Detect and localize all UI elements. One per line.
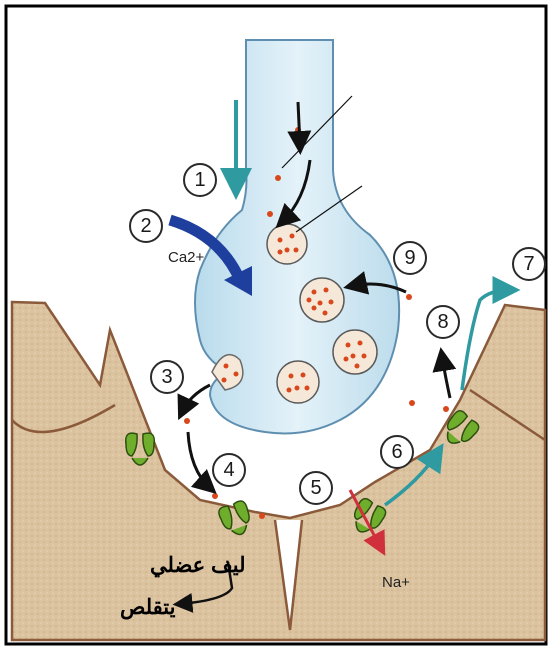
calcium-label: Ca2+ (168, 249, 205, 266)
sodium-label: Na+ (382, 574, 410, 591)
step-number: 4 (223, 459, 234, 481)
step-number: 6 (391, 441, 402, 463)
step-number: 1 (194, 169, 205, 191)
step-marker-3: 3 (151, 361, 183, 393)
muscle-fiber-label: ليف عضلي (150, 554, 246, 578)
step-marker-2: 2 (130, 210, 162, 242)
step-marker-6: 6 (381, 436, 413, 468)
step-marker-7: 7 (513, 248, 545, 280)
step-marker-1: 1 (184, 164, 216, 196)
step-number: 8 (437, 311, 448, 333)
step-marker-9: 9 (394, 242, 426, 274)
step-marker-4: 4 (213, 454, 245, 486)
step-number: 2 (140, 215, 151, 237)
vesicle (277, 361, 319, 403)
step-number: 7 (523, 253, 534, 275)
step-number: 3 (161, 366, 172, 388)
vesicle (267, 224, 307, 264)
transport-arrow-down (298, 102, 300, 146)
step-number: 9 (404, 247, 415, 269)
step-marker-5: 5 (300, 472, 332, 504)
contracts-label: يتقلص (120, 596, 176, 620)
step-marker-8: 8 (427, 306, 459, 338)
step-number: 5 (310, 477, 321, 499)
